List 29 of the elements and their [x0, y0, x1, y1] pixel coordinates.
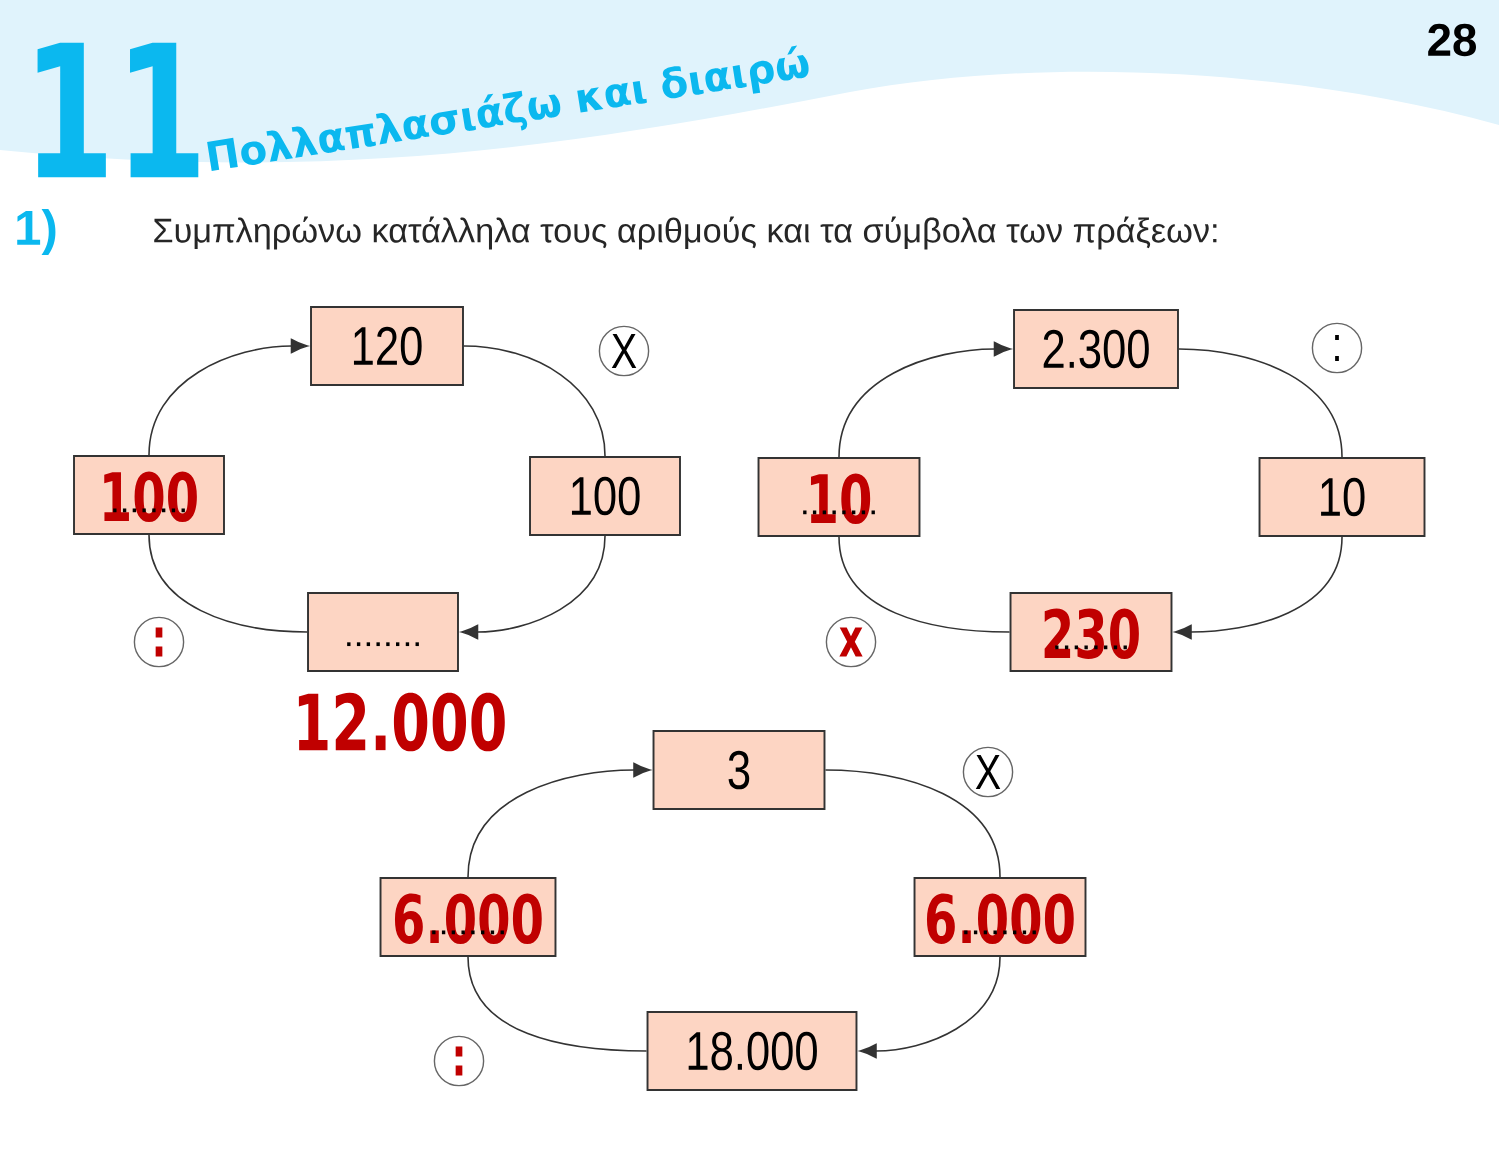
answer-box: 6.000 ........: [913, 877, 1087, 957]
answer-box: 10 ........: [757, 457, 921, 537]
number-box: 18.000: [646, 1011, 858, 1091]
answer-box: ........: [307, 592, 459, 672]
number-box: 2.300: [1013, 309, 1179, 389]
arrow: [1174, 536, 1343, 640]
handwritten-answer: 12.000: [298, 692, 505, 752]
connector-line: [1178, 348, 1343, 458]
connector-line: [463, 345, 606, 457]
number-box: 120: [310, 306, 464, 386]
chapter-number: 11: [37, 42, 199, 178]
page-number: 28: [1428, 23, 1476, 57]
answer-box: 6.000 ........: [379, 877, 557, 957]
number-box: 3: [652, 730, 826, 810]
number-box: 10: [1258, 457, 1426, 537]
number-box: 100: [529, 456, 681, 536]
arrow: [467, 762, 651, 878]
instruction-text: Συμπληρώνω κατάλληλα τους αριθμούς και τα σύμβολα των πράξεων:: [154, 216, 1217, 250]
connector-line: [467, 956, 648, 1052]
arrow: [838, 341, 1011, 458]
connector-line: [824, 769, 1001, 878]
connector-line: [838, 536, 1011, 633]
arrow: [859, 956, 1001, 1059]
answer-box: 230 ........: [1009, 592, 1173, 672]
exercise-number: 1): [17, 209, 56, 255]
connector-line: [148, 534, 308, 633]
arrow: [461, 535, 606, 640]
answer-box: 100 ........: [73, 455, 225, 535]
arrow: [148, 338, 308, 456]
